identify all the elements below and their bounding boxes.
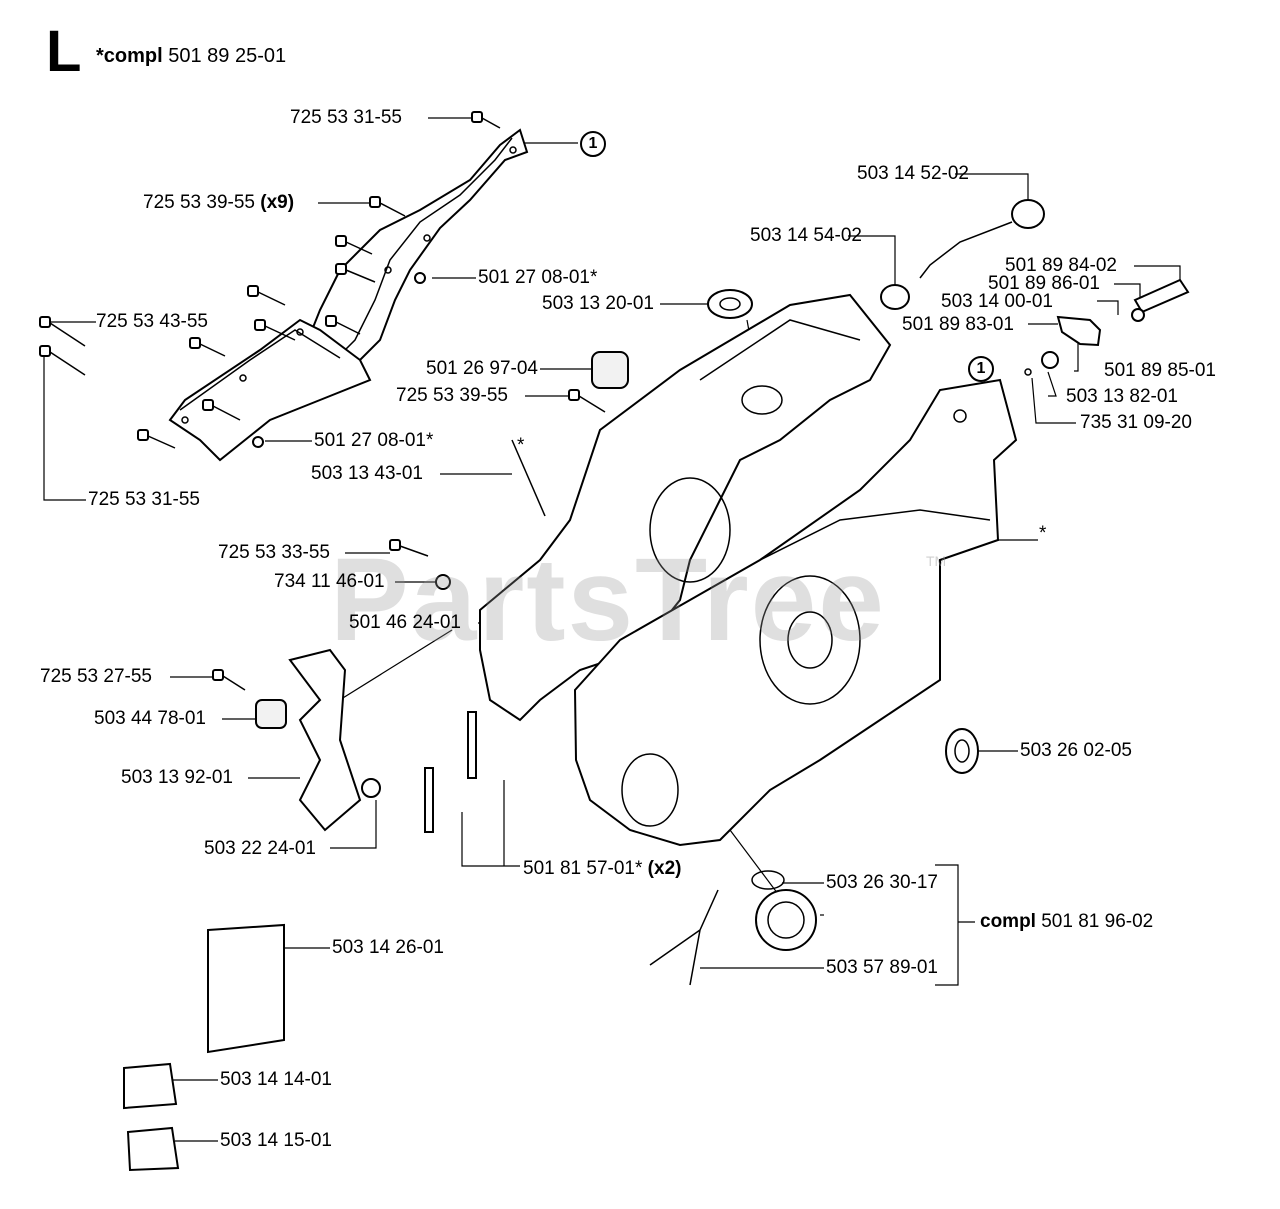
watermark-trademark: TM	[926, 553, 947, 569]
part-label[interactable]: 725 53 39-55 (x9)	[143, 192, 294, 214]
part-number: 725 53 39-55	[143, 192, 255, 213]
part-label[interactable]: 725 53 43-55	[96, 311, 208, 332]
top-small-parts	[511, 199, 1190, 517]
part-label[interactable]: 503 13 92-01	[121, 767, 233, 788]
section-compl-label: *compl 501 89 25-01	[96, 44, 286, 68]
part-label[interactable]: 503 14 14-01	[220, 1069, 332, 1090]
part-label[interactable]: 725 53 31-55	[290, 107, 402, 128]
part-label[interactable]: 501 89 84-02	[1005, 255, 1117, 276]
part-label[interactable]: 725 53 33-55	[218, 542, 330, 563]
part-label[interactable]: 503 26 02-05	[1020, 740, 1132, 761]
part-label[interactable]: 725 53 31-55	[88, 489, 200, 510]
crankcase-left-half	[479, 293, 892, 722]
part-label[interactable]: 501 26 97-04	[426, 358, 538, 379]
part-label[interactable]: 503 13 20-01	[542, 293, 654, 314]
lower-right-parts	[649, 728, 979, 986]
part-label[interactable]: 503 13 43-01	[311, 463, 423, 484]
part-label[interactable]: 503 14 54-02	[750, 225, 862, 246]
part-label[interactable]: 501 27 08-01*	[478, 267, 598, 288]
part-label[interactable]: 501 46 24-01	[349, 612, 461, 633]
part-label[interactable]: 503 14 26-01	[332, 937, 444, 958]
quantity: (x9)	[260, 192, 295, 213]
compl-word: compl	[980, 911, 1036, 932]
callout-1-middle: 1	[968, 356, 994, 382]
compl-number: 501 89 25-01	[168, 45, 287, 67]
lower-gasket-plate	[168, 318, 372, 462]
part-label[interactable]: 503 22 24-01	[204, 838, 316, 859]
crankcase-right-half	[573, 378, 1018, 847]
bolts	[39, 111, 606, 691]
part-label[interactable]: 503 13 82-01	[1066, 386, 1178, 407]
part-label[interactable]: 735 31 09-20	[1080, 412, 1192, 433]
callout-1-top: 1	[580, 131, 606, 157]
part-number: 501 81 57-01*	[523, 858, 643, 879]
lower-left-parts	[123, 648, 477, 1172]
asterisk-mark: *	[517, 435, 525, 456]
part-label[interactable]: 503 14 00-01	[941, 291, 1053, 312]
quantity: (x2)	[647, 858, 682, 879]
asterisk-mark: *	[1039, 523, 1047, 544]
compl-prefix: *compl	[96, 45, 163, 67]
part-label[interactable]: 501 81 57-01* (x2)	[523, 858, 681, 880]
part-label[interactable]: 503 14 15-01	[220, 1130, 332, 1151]
part-label[interactable]: 503 44 78-01	[94, 708, 206, 729]
part-label[interactable]: 501 89 85-01	[1104, 360, 1216, 381]
part-label[interactable]: 501 89 83-01	[902, 314, 1014, 335]
part-number: 501 81 96-02	[1041, 911, 1154, 932]
part-label[interactable]: 503 57 89-01	[826, 957, 938, 978]
watermark-text: PartsTree	[330, 534, 886, 666]
part-label[interactable]: compl 501 81 96-02	[980, 911, 1153, 933]
part-label[interactable]: 501 89 86-01	[988, 273, 1100, 294]
part-label[interactable]: 501 27 08-01*	[314, 430, 434, 451]
part-label[interactable]: 725 53 39-55	[396, 385, 508, 406]
part-label[interactable]: 503 26 30-17	[826, 872, 938, 893]
part-label[interactable]: 725 53 27-55	[40, 666, 152, 687]
part-label[interactable]: 734 11 46-01	[274, 571, 385, 592]
part-label[interactable]: 503 14 52-02	[857, 163, 969, 184]
section-letter: L	[46, 19, 82, 84]
